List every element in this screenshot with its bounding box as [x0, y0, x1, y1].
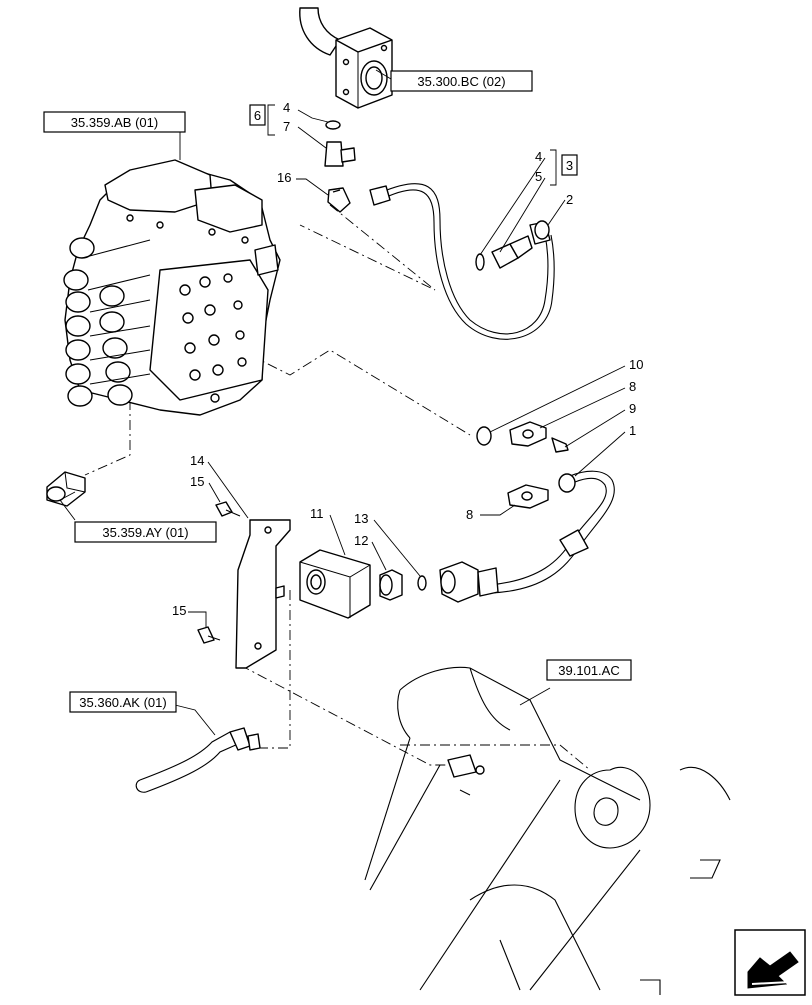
- reference-label[interactable]: 39.101.AC: [558, 663, 619, 678]
- callout-2: 2: [566, 192, 573, 207]
- callout-9: 9: [629, 401, 636, 416]
- tee-fitting-7: [324, 141, 344, 167]
- boom-structure: [364, 666, 731, 995]
- callout-numbers: 10 8 9 1 8 4 7 16 4 5 2 14 15 11 13 12 1…: [172, 100, 643, 618]
- callout-16: 16: [277, 170, 291, 185]
- fittings-right: [475, 235, 533, 271]
- main-hose: [439, 470, 615, 603]
- callout-11: 11: [310, 506, 324, 521]
- elbow-fitting-16: [327, 187, 351, 213]
- o-ring-4: [325, 120, 341, 130]
- reference-35-359-ab[interactable]: 35.359.AB (01): [43, 111, 186, 133]
- o-ring-13: [417, 575, 427, 591]
- reference-35-359-ay[interactable]: 35.359.AY (01): [74, 521, 217, 543]
- callout-5: 5: [535, 169, 542, 184]
- callout-4-right: 4: [535, 149, 542, 164]
- callout-13: 13: [354, 511, 368, 526]
- lower-pipe: [135, 727, 261, 793]
- block-11: [299, 549, 371, 619]
- callout-15-upper: 15: [190, 474, 204, 489]
- valve-spools: [63, 237, 151, 407]
- group-bracket-6: 6: [249, 104, 275, 136]
- callout-8-lower: 8: [466, 507, 473, 522]
- clamp-set: [476, 421, 569, 509]
- reference-label[interactable]: 35.300.BC (02): [417, 74, 505, 89]
- top-pipe-flange: [299, 7, 393, 109]
- bolt-15-upper: [215, 501, 241, 517]
- reference-35-360-ak[interactable]: 35.360.AK (01): [69, 691, 177, 713]
- o-ring-10: [476, 426, 492, 446]
- fittings-left: [324, 120, 356, 213]
- callout-7: 7: [283, 119, 290, 134]
- upper-hose: [369, 183, 555, 340]
- group-box-6: [249, 104, 266, 126]
- callout-12: 12: [354, 533, 368, 548]
- next-page-arrow-icon[interactable]: [734, 929, 806, 996]
- callout-15-lower: 15: [172, 603, 186, 618]
- group-label-3: 3: [566, 158, 573, 173]
- callout-1: 1: [629, 423, 636, 438]
- group-label-6: 6: [254, 108, 261, 123]
- group-bracket-3: 3: [550, 149, 578, 186]
- callout-10: 10: [629, 357, 643, 372]
- fitting-12: [379, 569, 403, 601]
- bracket-14: [235, 519, 291, 669]
- bolt-9: [551, 437, 569, 453]
- o-ring-4b: [475, 253, 485, 271]
- reference-label[interactable]: 35.359.AY (01): [102, 525, 188, 540]
- group-box-3: [561, 154, 578, 176]
- callout-14: 14: [190, 453, 204, 468]
- assembly-lines: [84, 204, 591, 771]
- control-valve-block: [63, 159, 281, 416]
- reference-label[interactable]: 35.359.AB (01): [71, 115, 158, 130]
- callout-4-left: 4: [283, 100, 290, 115]
- reference-35-300-bc[interactable]: 35.300.BC (02): [390, 70, 533, 92]
- callout-8-upper: 8: [629, 379, 636, 394]
- reference-39-101-ac[interactable]: 39.101.AC: [546, 659, 632, 681]
- mount-plate: [447, 754, 477, 778]
- bolt-15-lower: [197, 626, 221, 644]
- solenoid-plug: [46, 471, 86, 507]
- valve-ports: [179, 273, 247, 403]
- reference-label[interactable]: 35.360.AK (01): [79, 695, 166, 710]
